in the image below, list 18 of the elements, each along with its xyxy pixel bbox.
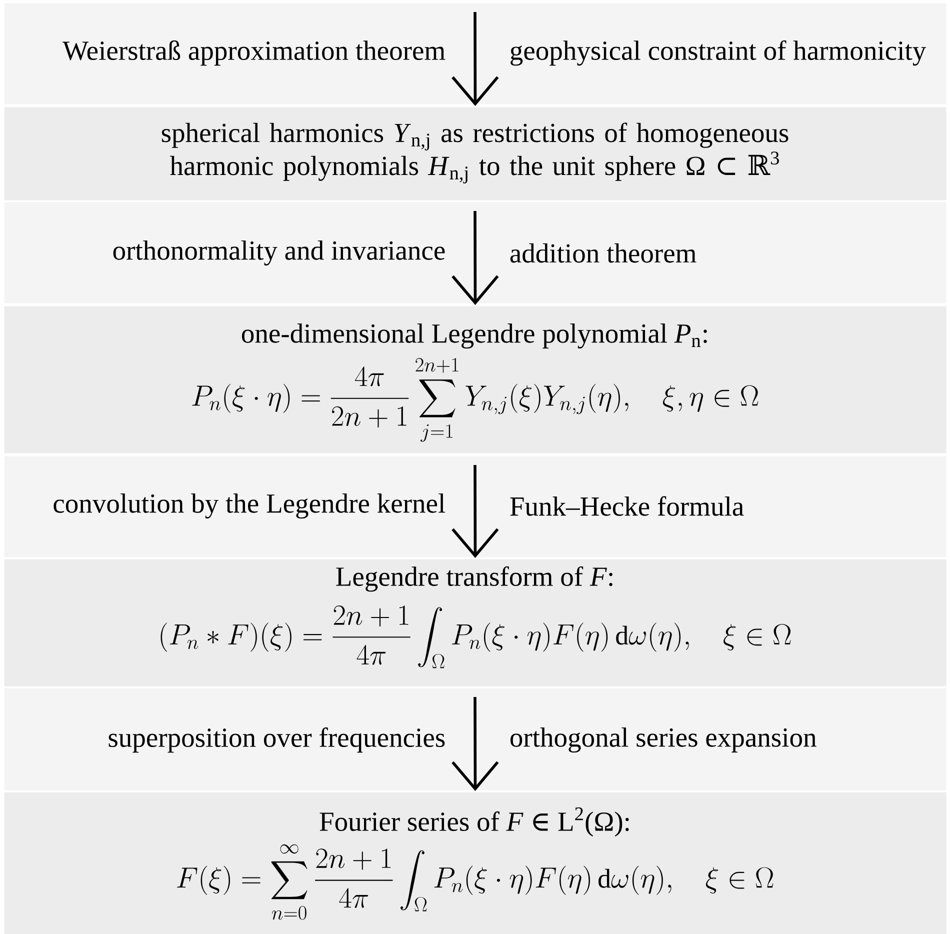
formula: $(P_n*F)(\xi)=\frac{2n+1}{4\pi}\int_\Omega P_n(\xi\cdot\eta)F(\eta)\,\mathrm{d}\omega(\eta),\quad \xi\in\Omega$: [160, 605, 791, 668]
band-heading: Fourier series of F ∈ L$^{2}$(Ω):: [320, 807, 629, 837]
step-label: geophysical constraint of harmonicity: [510, 40, 926, 66]
arrow: [452, 211, 499, 305]
step-label: addition theorem: [510, 243, 696, 263]
band-text: spherical harmonics Y$_{n,j}$ as restrictions of homogeneous harmonic polynomials H$_{n,j}$ to the unit sphere Ω ⊂ ℝ$^{3}$: [162, 122, 788, 184]
band-heading: Legendre transform of F:: [336, 566, 612, 592]
formula: $P_n(\xi\cdot\eta)=\frac{4\pi}{2n+1}\sum_{j=1}^{2n+1}Y_{n,j}(\xi)Y_{n,j}(\eta),\quad \xi,\eta\in\Omega$: [192, 358, 758, 442]
arrow: [452, 12, 499, 106]
step-label: orthogonal series expansion: [510, 728, 816, 753]
step-label: Funk–Hecke formula: [510, 496, 744, 516]
band-heading: one-dimensional Legendre polynomial P$_{n}$:: [242, 324, 707, 349]
step-label: orthonormality and invariance: [113, 240, 445, 266]
step-label: superposition over frequencies: [108, 727, 445, 753]
arrow: [452, 697, 499, 792]
step-label: Weierstraß approximation theorem: [62, 40, 446, 66]
formula: $F(\xi)=\sum_{n=0}^{\infty}\frac{2n+1}{4\pi}\int_\Omega P_n(\xi\cdot\eta)F(\eta)\,\mathrm{d}\omega(\eta),\quad \xi\in\Omega$: [177, 844, 774, 920]
step-label: convolution by the Legendre kernel: [54, 494, 446, 519]
